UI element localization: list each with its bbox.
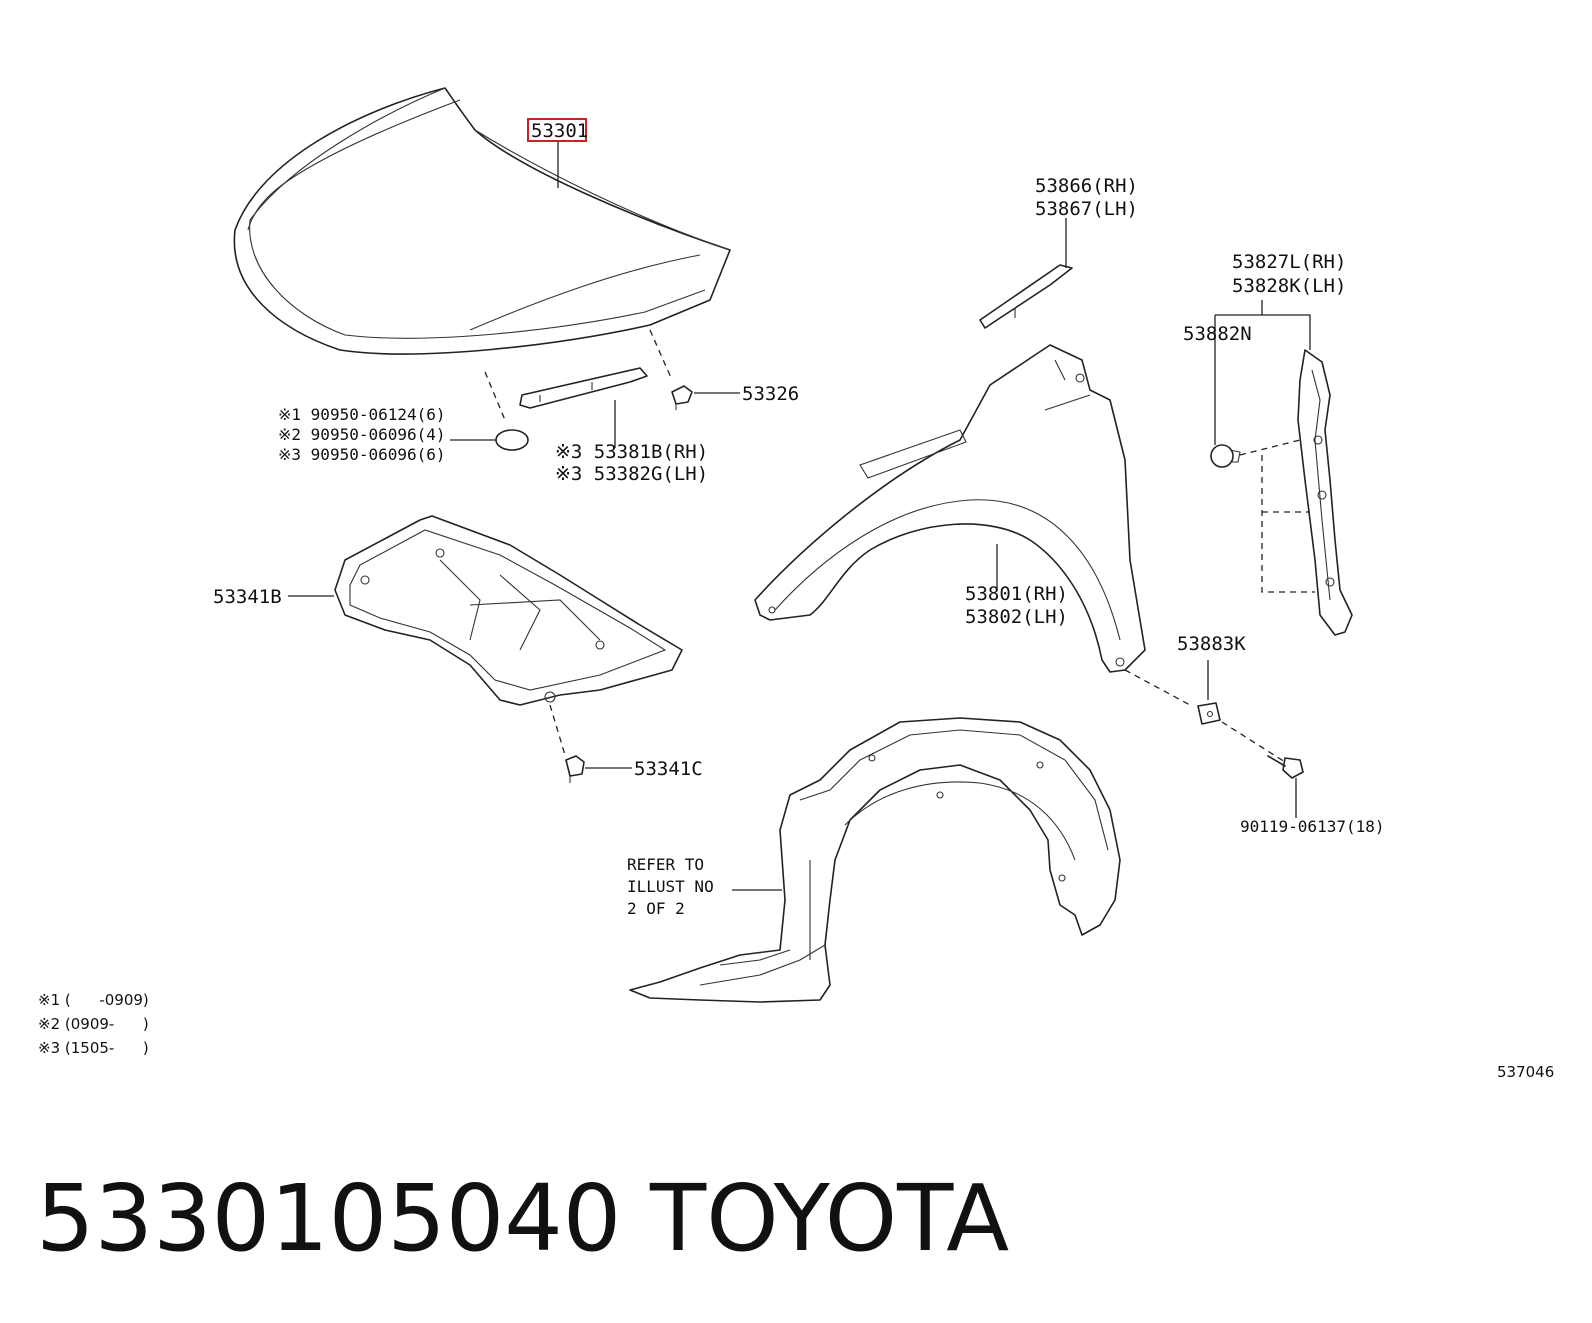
fender-seal-icon[interactable] <box>979 264 1073 329</box>
footer-brand: TOYOTA <box>649 1165 1009 1272</box>
clip-icon[interactable] <box>671 385 693 410</box>
hood-seal-icon[interactable] <box>519 367 648 409</box>
label-bracket-rh[interactable]: 53827L(RH) <box>1232 251 1346 273</box>
hood-highlight-box[interactable] <box>527 118 587 142</box>
label-seal-lh[interactable]: ※3 53382G(LH) <box>555 463 708 485</box>
label-fender-rh[interactable]: 53801(RH) <box>965 583 1068 605</box>
label-refer-line1[interactable]: REFER TO <box>627 855 704 874</box>
label-nut[interactable]: 53883K <box>1177 633 1246 655</box>
footer-part-number: 5330105040 <box>36 1165 621 1272</box>
label-fender-seal-rh[interactable]: 53866(RH) <box>1035 175 1138 197</box>
insulator-clip-icon[interactable] <box>565 755 585 783</box>
label-pad[interactable]: 53882N <box>1183 323 1252 345</box>
label-seal-rh[interactable]: ※3 53381B(RH) <box>555 441 708 463</box>
clip-nut-icon[interactable] <box>1197 702 1221 725</box>
hood-panel-icon[interactable] <box>233 87 731 355</box>
label-seal-note1[interactable]: ※1 90950-06124(6) <box>278 405 446 424</box>
legend-item-1: ※1 ( -0909) <box>38 991 149 1009</box>
cushion-pad-icon[interactable] <box>1210 444 1241 468</box>
label-seal-note3[interactable]: ※3 90950-06096(6) <box>278 445 446 464</box>
label-bracket-lh[interactable]: 53828K(LH) <box>1232 275 1346 297</box>
bolt-icon[interactable] <box>1267 755 1304 779</box>
label-bolt[interactable]: 90119-06137(18) <box>1240 817 1385 836</box>
label-insulator-clip[interactable]: 53341C <box>634 758 703 780</box>
legend-item-3: ※3 (1505- ) <box>38 1039 149 1057</box>
grommet-icon[interactable] <box>495 429 529 451</box>
label-seal-note2[interactable]: ※2 90950-06096(4) <box>278 425 446 444</box>
label-fender-seal-lh[interactable]: 53867(LH) <box>1035 198 1138 220</box>
label-hood[interactable]: 53301 <box>531 120 588 142</box>
fender-liner-icon[interactable] <box>629 717 1121 1003</box>
fender-icon[interactable] <box>754 344 1146 673</box>
diagram-id: 537046 <box>1497 1063 1554 1081</box>
label-refer-line2[interactable]: ILLUST NO <box>627 877 714 896</box>
legend-item-2: ※2 (0909- ) <box>38 1015 149 1033</box>
hood-insulator-icon[interactable] <box>334 515 683 706</box>
fender-bracket-icon[interactable] <box>1297 349 1353 636</box>
label-insulator[interactable]: 53341B <box>213 586 282 608</box>
label-hood-clip[interactable]: 53326 <box>742 383 799 405</box>
label-fender-lh[interactable]: 53802(LH) <box>965 606 1068 628</box>
label-refer-line3[interactable]: 2 OF 2 <box>627 899 685 918</box>
